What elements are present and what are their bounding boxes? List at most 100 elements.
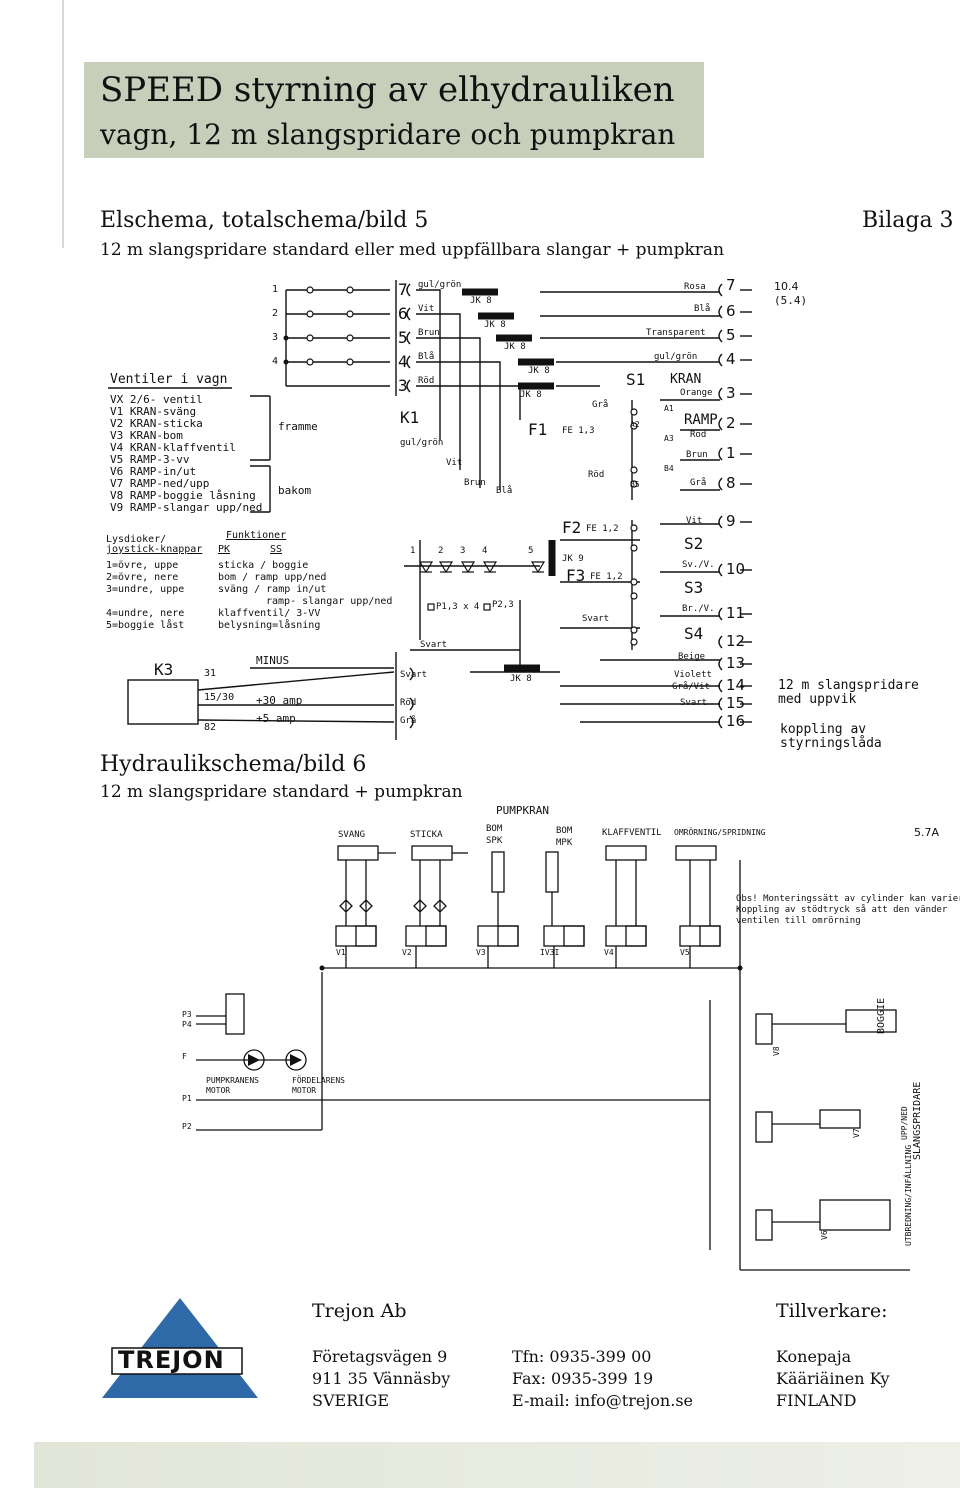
bla-label: Blå (496, 486, 513, 496)
pumpkran-label: PUMPKRAN (496, 804, 549, 817)
section-label: MPK (556, 838, 573, 848)
address-line: SVERIGE (312, 1391, 390, 1410)
title-band (84, 62, 704, 158)
diode-num: 2 (438, 546, 444, 556)
knapp-item: 3=undre, uppe (106, 584, 185, 595)
right-term: 14 (726, 676, 746, 694)
s3-label: S3 (684, 578, 704, 597)
right-label: UTBREDNING/INFÄLLNING (904, 1144, 913, 1246)
section-label: OMRÖRNING/SPRIDNING (674, 828, 766, 837)
address-line: Företagsvägen 9 (312, 1347, 448, 1366)
right-wire: Orange (680, 388, 713, 398)
plus5-label: +5 amp (256, 712, 296, 725)
contact-block: Tfn: 0935-399 00 Fax: 0935-399 19 E-mail… (512, 1346, 693, 1412)
section-label: SPK (486, 836, 503, 846)
right-valve-label: V8 (772, 1046, 781, 1056)
bottom-wire: Grå (400, 716, 417, 726)
funktion-item: belysning=låsning (218, 620, 321, 631)
valve-label: V5 (680, 948, 690, 957)
note-line: koppling av (780, 722, 867, 737)
term-left: 6 (398, 304, 408, 323)
k3-label: K3 (154, 660, 174, 679)
s1-pin: A3 (664, 434, 674, 443)
joystick-title: joystick-knappar (106, 544, 203, 555)
motor-label: MOTOR (292, 1086, 317, 1095)
right-wire: Violett (674, 670, 712, 680)
bakom-label: bakom (278, 484, 312, 497)
logo-text: TREJON (118, 1346, 225, 1374)
valve-label: V1 (336, 948, 346, 957)
switch-number: 1 (272, 284, 279, 295)
note-line: styrningslåda (780, 736, 882, 751)
gra-label: Grå (592, 400, 609, 410)
funktion-item: ramp- slangar upp/ned (266, 596, 393, 607)
right-wire: Transparent (646, 328, 706, 338)
section-label: BOM (556, 826, 573, 836)
fe12-label: FE 1,2 (590, 572, 623, 582)
footer-band (34, 1442, 960, 1488)
k1-wire: gul/grön (400, 438, 444, 448)
k3-pin: 15/30 (204, 692, 235, 703)
obs-note: Obs! Monteringssätt av cylinder kan vari… (736, 894, 960, 927)
jk8-label: JK 8 (528, 366, 550, 376)
ventil-item: VX 2/6- ventil (110, 393, 203, 406)
right-term: 13 (726, 654, 746, 672)
p13-label: P1,3 x 4 (436, 602, 480, 612)
wire-label: Brun (418, 328, 440, 338)
tillverkare-line: Konepaja (776, 1347, 852, 1366)
right-valve-label: V6 (820, 1230, 829, 1240)
margin-line (62, 0, 64, 248)
right-label: UPP/NED (900, 1106, 909, 1140)
jk8-label: JK 8 (470, 296, 492, 306)
obs-line: ventilen till omrörning (736, 916, 861, 926)
term-left: 5 (398, 328, 408, 347)
brun-label: Brun (464, 478, 486, 488)
s1-pin: A2 (630, 420, 640, 429)
wire-label: Blå (418, 352, 435, 362)
ventil-item: V2 KRAN-sticka (110, 417, 203, 430)
minus-label: MINUS (256, 654, 290, 667)
ventil-item: V7 RAMP-ned/upp (110, 477, 210, 490)
port-label: P1 (182, 1094, 192, 1103)
k3-pin: 82 (204, 722, 217, 733)
jk8-label: JK 8 (484, 320, 506, 330)
right-term: 15 (726, 694, 746, 712)
ventil-item: V9 RAMP-slangar upp/ned (110, 501, 263, 514)
funktion-item: bom / ramp upp/ned (218, 572, 327, 583)
right-label: SLANGSPRIDARE (912, 1081, 923, 1160)
right-wire: Grå (690, 478, 707, 488)
email-link[interactable]: E-mail: info@trejon.se (512, 1391, 693, 1410)
phone: Tfn: 0935-399 00 (512, 1347, 652, 1366)
bottom-wire: Röd (400, 698, 417, 708)
f3-label: F3 (566, 566, 586, 585)
s1-pin: A1 (664, 404, 674, 413)
wire-label: Vit (418, 304, 435, 314)
s1-pin: B4 (664, 464, 674, 473)
right-term: 2 (726, 414, 736, 432)
ref2-label: (5.4) (774, 294, 808, 307)
right-term: 10 (726, 560, 746, 578)
right-term: 16 (726, 712, 746, 730)
diode-num: 3 (460, 546, 466, 556)
funktioner-list: sticka / boggie bom / ramp upp/ned sväng… (218, 560, 392, 632)
knapp-item: 2=övre, nere (106, 572, 179, 583)
note-line: med uppvik (778, 692, 857, 707)
svart-label: Svart (582, 614, 610, 624)
framme-label: framme (278, 420, 318, 433)
kran-label: KRAN (670, 372, 702, 387)
jk9-label: JK 9 (562, 554, 584, 564)
right-term: 4 (726, 350, 736, 368)
jk8-label: JK 8 (504, 342, 526, 352)
note-line: 12 m slangspridare (778, 678, 919, 693)
lysdioder-title: Lysdioker/ (106, 534, 167, 545)
right-term: 3 (726, 384, 736, 402)
ventiler-list: VX 2/6- ventil V1 KRAN-sväng V2 KRAN-sti… (110, 394, 262, 514)
page-title: SPEED styrning av elhydrauliken (100, 70, 675, 110)
switch-number: 2 (272, 308, 279, 319)
ventil-item: V8 RAMP-boggie låsning (110, 489, 256, 502)
right-term: 6 (726, 302, 736, 320)
f2-label: F2 (562, 518, 582, 537)
port-label: F (182, 1052, 187, 1061)
knapp-item: 1=övre, uppe (106, 560, 179, 571)
tillverkare-line: FINLAND (776, 1391, 857, 1410)
